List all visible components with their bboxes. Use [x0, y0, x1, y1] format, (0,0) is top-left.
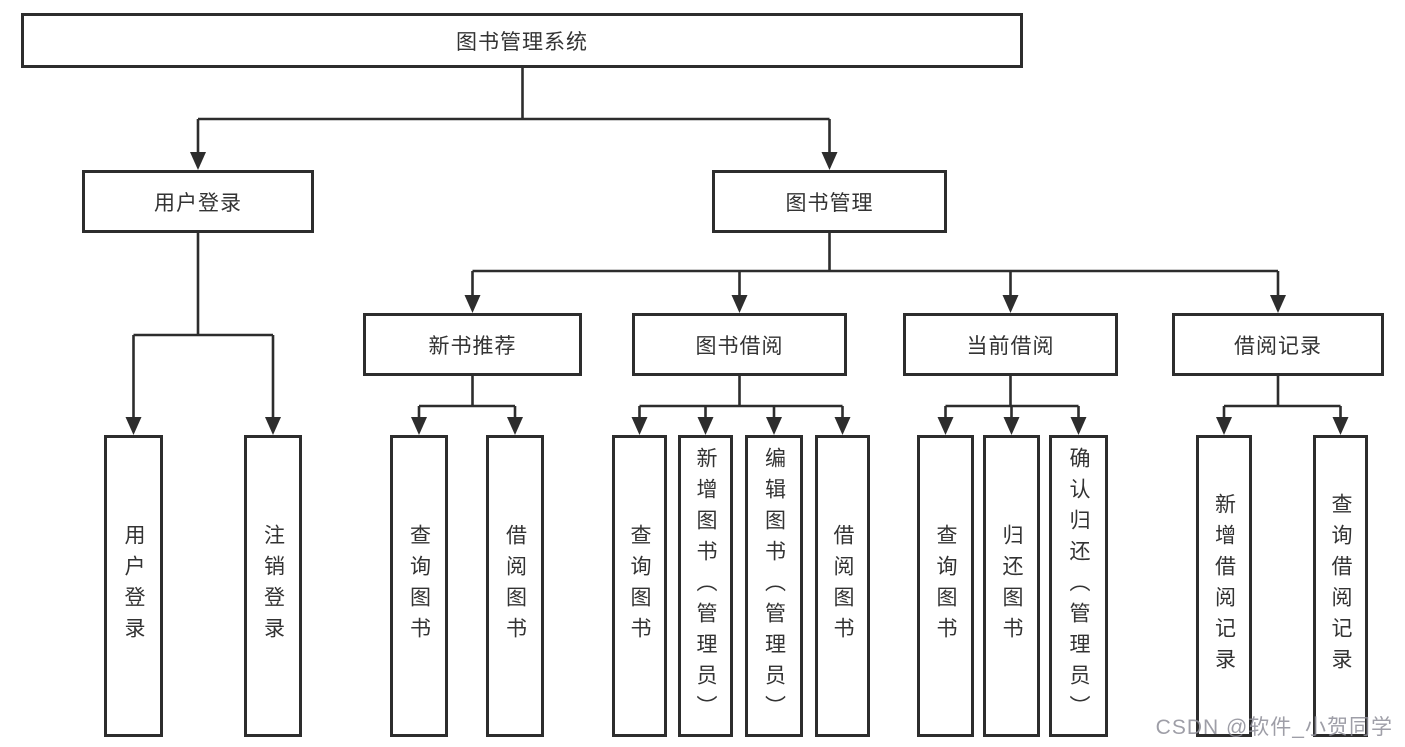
leaf-label: 查询图书	[628, 524, 651, 648]
leaf-label: 查询图书	[407, 524, 431, 648]
leaf-user-login: 用户登录	[104, 435, 163, 737]
node-label: 图书管理	[785, 191, 874, 215]
leaf-label: 归还图书	[1000, 524, 1023, 648]
node-book-management: 图书管理	[712, 170, 947, 233]
leaf-label: 用户登录	[122, 524, 145, 648]
node-borrow-records: 借阅记录	[1172, 313, 1384, 376]
leaf-edit-book-admin: 编辑图书（管理员）	[745, 435, 803, 737]
node-user-login-group: 用户登录	[82, 170, 314, 233]
watermark: CSDN @软件_小贺同学	[1155, 716, 1393, 739]
leaf-logout: 注销登录	[244, 435, 302, 737]
leaf-return-books: 归还图书	[983, 435, 1040, 737]
leaf-query-books-current: 查询图书	[917, 435, 974, 737]
leaf-label: 借阅图书	[831, 524, 854, 648]
leaf-label: 新增借阅记录	[1212, 493, 1236, 679]
leaf-label: 查询借阅记录	[1329, 493, 1352, 679]
leaf-query-books-borrow: 查询图书	[612, 435, 667, 737]
leaf-label: 新增图书（管理员）	[694, 446, 717, 726]
leaf-confirm-return-admin: 确认归还（管理员）	[1049, 435, 1108, 737]
leaf-add-borrow-record: 新增借阅记录	[1196, 435, 1252, 737]
leaf-query-books-recommend: 查询图书	[390, 435, 448, 737]
leaf-borrow-books: 借阅图书	[815, 435, 870, 737]
leaf-label: 借阅图书	[503, 524, 527, 648]
leaf-label: 注销登录	[261, 524, 285, 648]
root-node-label: 图书管理系统	[456, 30, 588, 54]
leaf-label: 查询图书	[934, 524, 957, 648]
root-node-library-system: 图书管理系统	[21, 13, 1023, 68]
node-label: 借阅记录	[1234, 334, 1322, 358]
node-current-borrow: 当前借阅	[903, 313, 1118, 376]
leaf-borrow-books-recommend: 借阅图书	[486, 435, 544, 737]
node-label: 图书借阅	[695, 334, 784, 358]
leaf-label: 编辑图书（管理员）	[762, 446, 786, 726]
node-label: 新书推荐	[428, 334, 517, 358]
node-label: 用户登录	[154, 191, 242, 215]
leaf-add-book-admin: 新增图书（管理员）	[678, 435, 733, 737]
node-new-book-recommend: 新书推荐	[363, 313, 582, 376]
leaf-label: 确认归还（管理员）	[1067, 446, 1090, 726]
leaf-query-borrow-record: 查询借阅记录	[1313, 435, 1368, 737]
node-book-borrow: 图书借阅	[632, 313, 847, 376]
node-label: 当前借阅	[966, 334, 1055, 358]
